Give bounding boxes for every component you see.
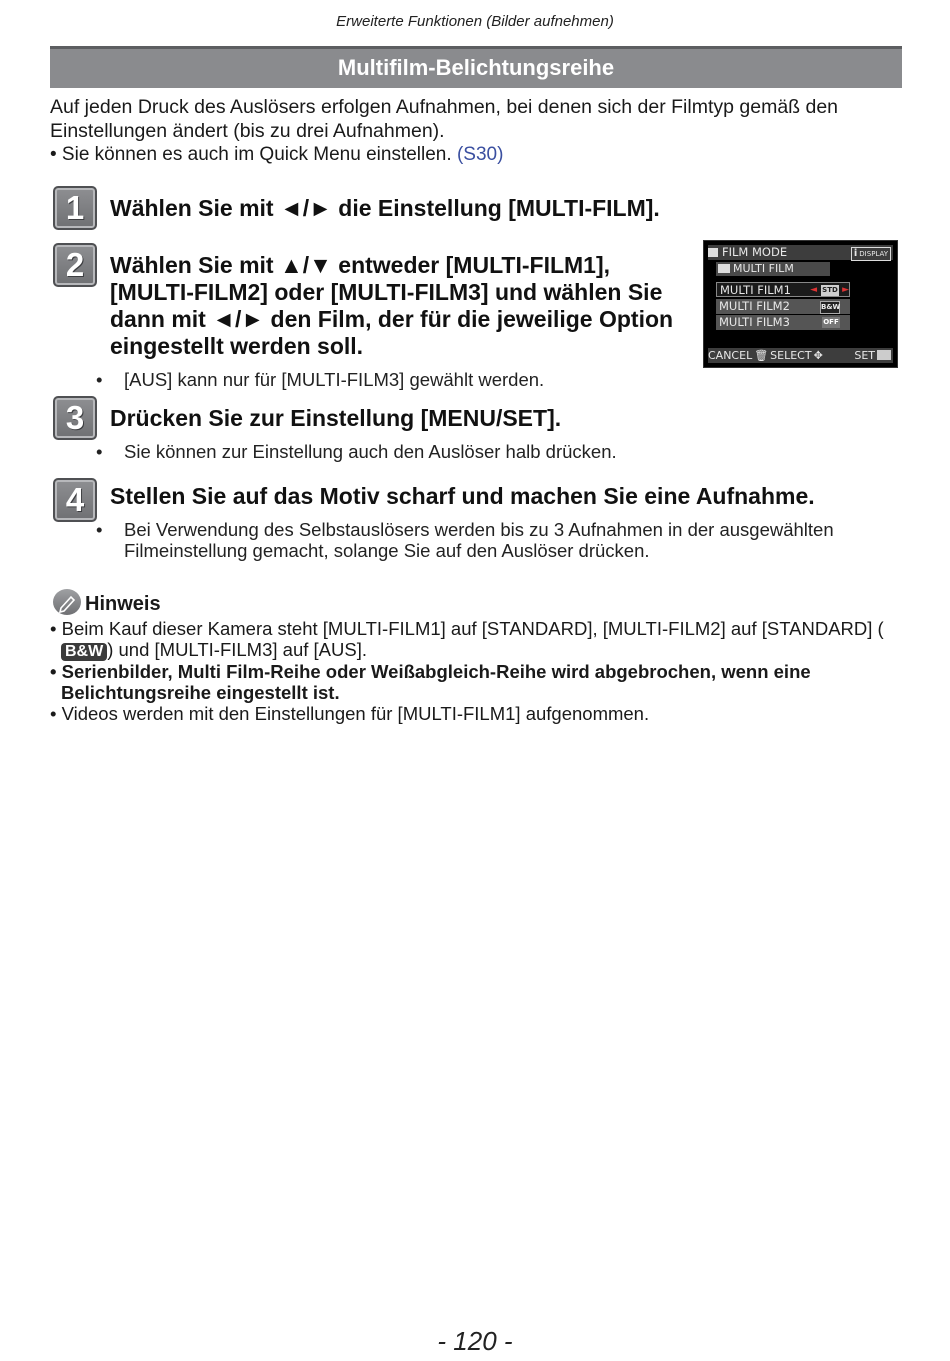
step-3-note: • Sie können zur Einstellung auch den Aus… [96,441,904,462]
lcd-row-label: MULTI FILM3 [719,315,790,329]
step-4-title: Stellen Sie auf das Motiv scharf und mac… [110,483,815,509]
lcd-row-label: MULTI FILM1 [720,283,791,297]
display-badge-label: DISPLAY [859,250,888,258]
bullet-icon: • [96,369,103,390]
set-label-wrap: SET [854,348,891,363]
trash-icon: 🗑 [754,349,769,362]
info-icon: i [853,248,858,259]
lcd-submenu-label: MULTI FILM [733,262,794,275]
film-icon [718,264,730,273]
intro: Auf jeden Druck des Auslösers erfolgen A… [50,95,902,167]
step-4-note-text: Bei Verwendung des Selbstauslösers werde… [124,519,834,561]
set-label: SET [854,349,875,362]
quick-menu-text: • Sie können es auch im Quick Menu einst… [50,144,452,165]
quick-menu-note: • Sie können es auch im Quick Menu einst… [50,143,902,167]
step-1-title: Wählen Sie mit ◄/► die Einstellung [MULT… [110,195,660,221]
lcd-footer: CANCEL🗑SELECT✥ SET [708,348,893,363]
dpad-icon: ✥ [813,349,823,362]
pencil-icon [53,589,81,615]
hint-title: Hinweis [85,593,161,615]
lcd-header-label: FILM MODE [722,245,788,259]
off-badge: OFF [822,317,840,328]
arrow-right-icon: ► [842,285,849,295]
arrow-left-icon: ◄ [810,285,817,295]
step-3-title: Drücken Sie zur Einstellung [MENU/SET]. [110,405,562,431]
std-badge: STD [821,285,839,296]
bullet-icon: • [96,519,103,540]
hint-item-1-text: • Beim Kauf dieser Kamera steht [MULTI-F… [50,618,884,639]
step-2-title: Wählen Sie mit ▲/▼ entweder [MULTI-FILM1… [110,252,674,359]
section-title: Multifilm-Belichtungsreihe [50,46,902,88]
page-reference-link[interactable]: (S30) [456,144,504,165]
step-3-number: 3 [53,396,97,440]
select-label: SELECT [770,349,812,362]
lcd-row-multi-film3[interactable]: MULTI FILM3 OFF [716,315,850,330]
hint-item-1-text-end: ) und [MULTI-FILM3] auf [AUS]. [107,639,367,660]
step-2-note-text: [AUS] kann nur für [MULTI-FILM3] gewählt… [124,369,545,390]
hint-list: • Beim Kauf dieser Kamera steht [MULTI-F… [50,618,910,724]
step-2-note: • [AUS] kann nur für [MULTI-FILM3] gewähl… [96,369,704,390]
running-header: Erweiterte Funktionen (Bilder aufnehmen) [336,13,614,30]
film-mode-icon [708,248,718,257]
page-number: - 120 - [437,1326,513,1356]
step-3-note-text: Sie können zur Einstellung auch den Ausl… [124,441,617,462]
hint-item: • Beim Kauf dieser Kamera steht [MULTI-F… [50,618,910,661]
step-1-number: 1 [53,186,97,230]
bullet-icon: • [96,441,103,462]
bw-badge: B&W [820,301,840,314]
lcd-row-multi-film2[interactable]: MULTI FILM2 B&W [716,299,850,314]
lcd-row-multi-film1[interactable]: MULTI FILM1 ◄ STD ► [716,282,850,297]
cancel-label: CANCEL [708,349,753,362]
lcd-submenu: MULTI FILM [716,262,830,276]
hint-item: • Videos werden mit den Einstellungen fü… [50,703,650,724]
bw-icon: B&W [61,643,108,661]
step-4-note: • Bei Verwendung des Selbstauslösers werd… [96,519,924,561]
step-4-number: 4 [53,478,97,522]
hint-item: • Serienbilder, Multi Film-Reihe oder We… [50,661,811,703]
step-2-number: 2 [53,243,97,287]
menu-set-icon [877,350,891,360]
intro-text: Auf jeden Druck des Auslösers erfolgen A… [50,96,839,142]
lcd-row-label: MULTI FILM2 [719,299,790,313]
